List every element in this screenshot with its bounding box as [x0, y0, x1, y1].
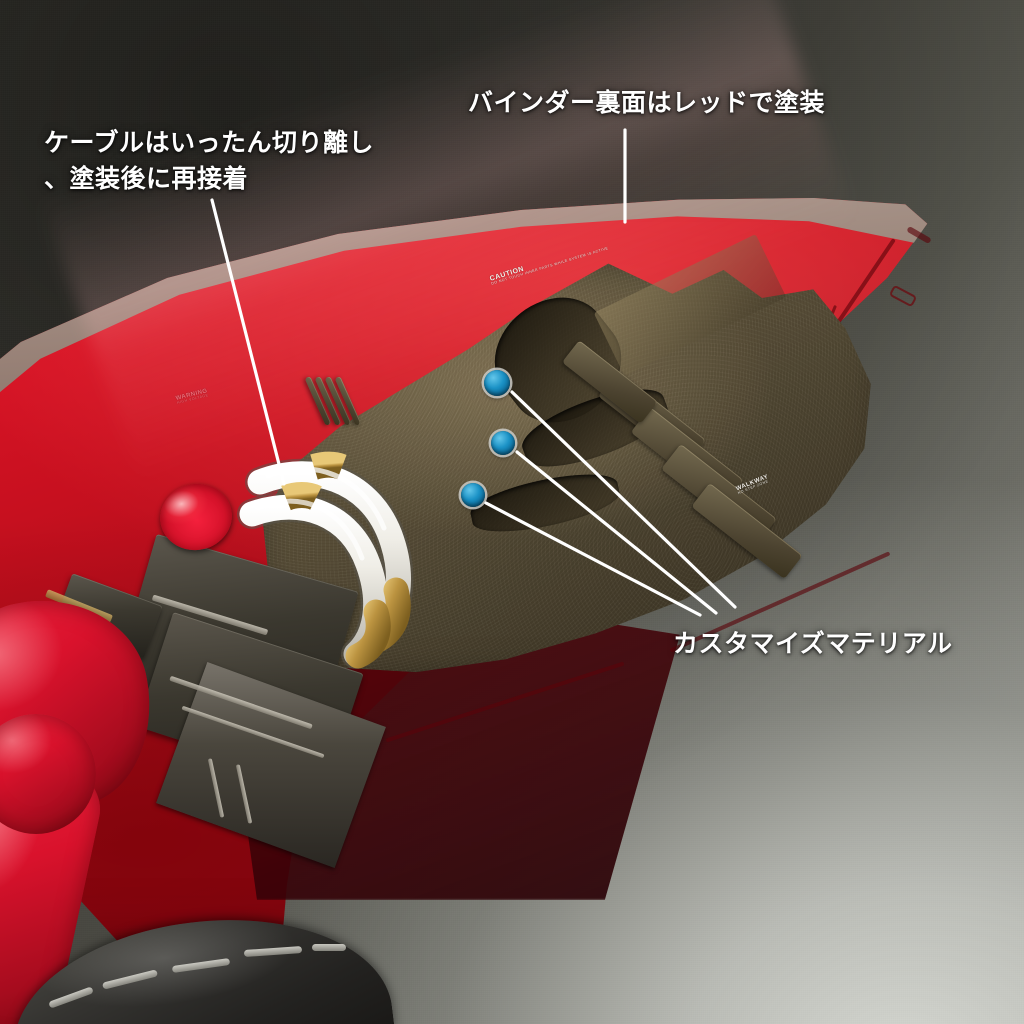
- annotation-cable-text: ケーブルはいったん切り離し 、塗装後に再接着: [44, 130, 375, 193]
- annotation-binder-text: バインダー裏面はレッドで塗装: [468, 90, 826, 117]
- customize-material-marker-2: [491, 431, 515, 455]
- customize-material-marker-1: [484, 370, 510, 396]
- panel-notch: [888, 284, 918, 308]
- shield-slot: [312, 944, 346, 951]
- lower-red-arm-joint: [0, 714, 96, 834]
- customize-material-marker-3: [461, 483, 485, 507]
- cable-bundle: [237, 440, 470, 670]
- annotation-material-text: カスタマイズマテリアル: [673, 631, 953, 658]
